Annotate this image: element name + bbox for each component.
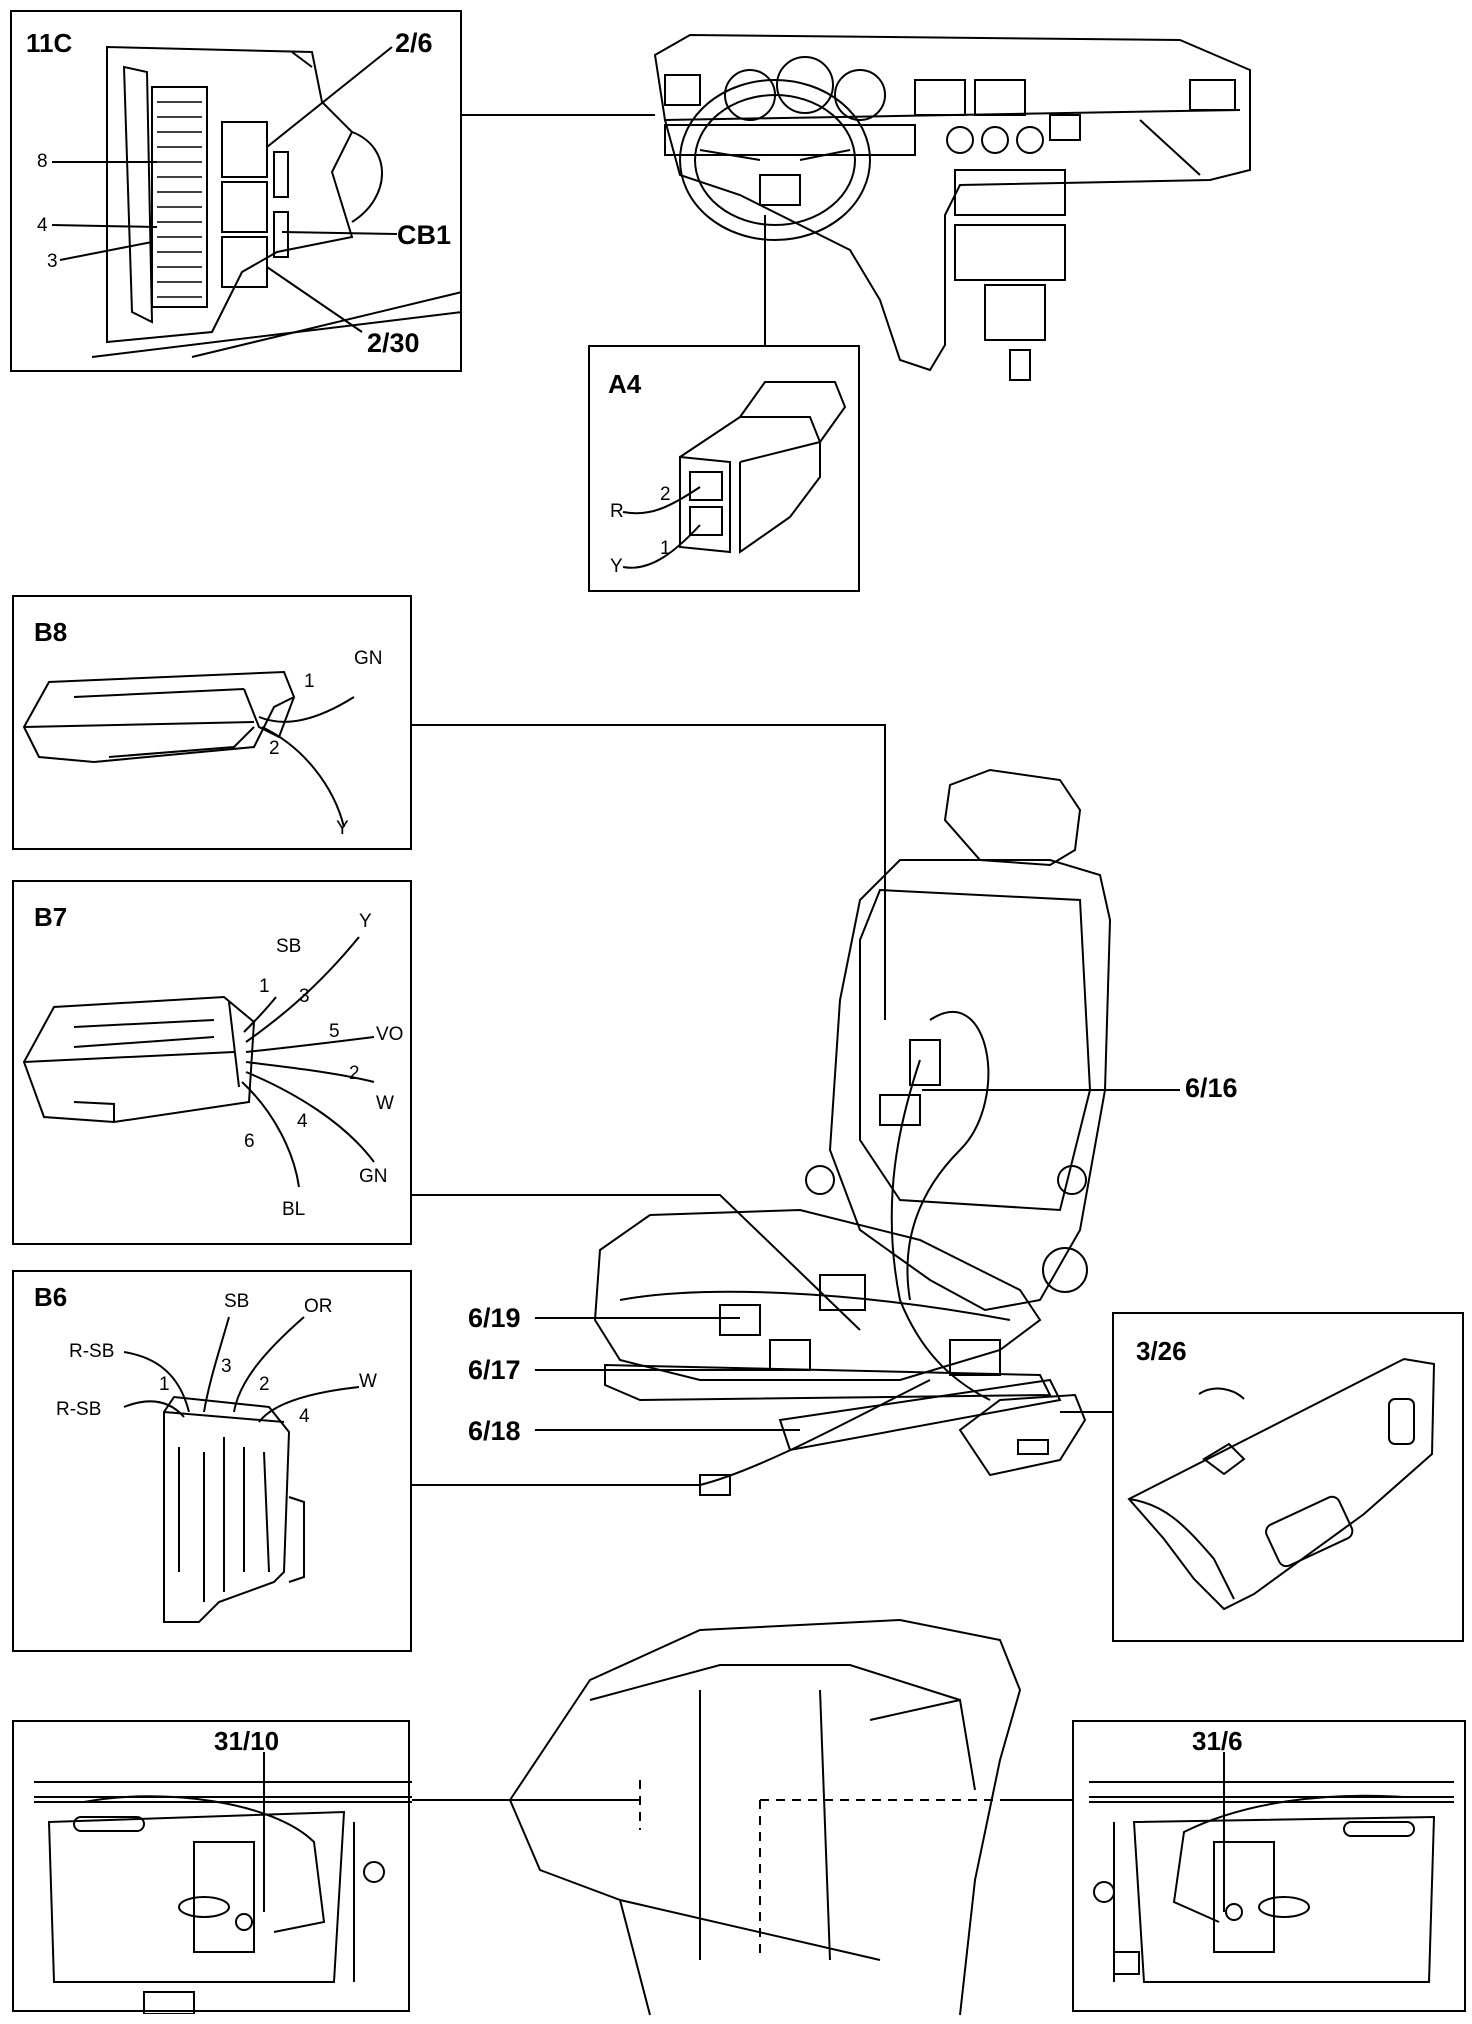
pin-label: 1: [159, 1374, 170, 1395]
pin-label: 4: [299, 1406, 310, 1427]
wire-label: GN: [354, 648, 383, 669]
pin-label: 1: [304, 671, 315, 692]
pin-label: 3: [299, 986, 310, 1007]
wire-label: GN: [359, 1166, 388, 1187]
panel-title: 31/10: [214, 1726, 280, 1756]
panel-title: B6: [34, 1282, 68, 1312]
pin-label: 1: [660, 538, 671, 559]
wire-label: W: [359, 1371, 377, 1392]
left-door-illustration: [14, 1722, 412, 2014]
pin-label: 3: [221, 1356, 232, 1377]
seat-callout-6-17: 6/17: [468, 1355, 521, 1385]
b8-connector-panel: B8 1 2 GN Y: [12, 595, 412, 850]
right-door-illustration: [1074, 1722, 1468, 2014]
seat-callout-6-19: 6/19: [468, 1303, 521, 1333]
callout-label: 2/30: [367, 328, 420, 358]
panel-title: 11C: [26, 28, 73, 58]
pin-label: 3: [47, 251, 58, 272]
right-door-panel: 31/6: [1072, 1720, 1466, 2012]
panel-title: B8: [34, 617, 68, 647]
wire-label: Y: [336, 818, 349, 839]
callout-label: 2/6: [395, 28, 433, 58]
pin-label: 4: [37, 215, 48, 236]
wire-label: Y: [359, 911, 372, 932]
wire-label: VO: [376, 1024, 404, 1045]
pin-label: 2: [259, 1374, 270, 1395]
seat-callout-6-16: 6/16: [1185, 1073, 1238, 1103]
pin-label: 8: [37, 151, 48, 172]
panel-title: B7: [34, 902, 68, 932]
b6-connector-panel: B6 1 3 2 4 R-SB R-SB SB OR W: [12, 1270, 412, 1652]
fuse-box-illustration: [12, 12, 464, 374]
pin-label: 2: [349, 1063, 360, 1084]
seat-callout-6-18: 6/18: [468, 1416, 521, 1446]
b7-connector-illustration: [14, 882, 414, 1247]
seat-switch-illustration: [1114, 1314, 1466, 1644]
wire-label: BL: [282, 1199, 306, 1220]
pin-label: 2: [269, 738, 280, 759]
b7-connector-panel: B7 1 3 5 2 4 6 SB Y VO W GN BL: [12, 880, 412, 1245]
left-door-panel: 31/10: [12, 1720, 410, 2012]
wire-label: Y: [610, 556, 623, 577]
panel-title: A4: [608, 369, 642, 399]
b6-connector-illustration: [14, 1272, 414, 1654]
pin-label: 4: [297, 1111, 308, 1132]
wire-label: R-SB: [69, 1341, 115, 1362]
seat-switch-panel: 3/26: [1112, 1312, 1464, 1642]
fuse-box-panel: 11C: [10, 10, 462, 372]
pin-label: 2: [660, 484, 671, 505]
wire-label: OR: [304, 1296, 333, 1317]
wire-label: W: [376, 1093, 394, 1114]
wire-label: SB: [224, 1291, 250, 1312]
wire-label: R-SB: [56, 1399, 102, 1420]
panel-title: 31/6: [1192, 1726, 1243, 1756]
callout-label: CB1: [397, 220, 452, 250]
b8-connector-illustration: [14, 597, 414, 852]
a4-connector-illustration: [590, 347, 862, 594]
panel-title: 3/26: [1136, 1336, 1187, 1366]
pin-label: 6: [244, 1131, 255, 1152]
a4-connector-panel: A4 2 1 R Y: [588, 345, 860, 592]
wire-label: R: [610, 501, 624, 522]
pin-label: 1: [259, 976, 270, 997]
pin-label: 5: [329, 1021, 340, 1042]
wire-label: SB: [276, 936, 302, 957]
